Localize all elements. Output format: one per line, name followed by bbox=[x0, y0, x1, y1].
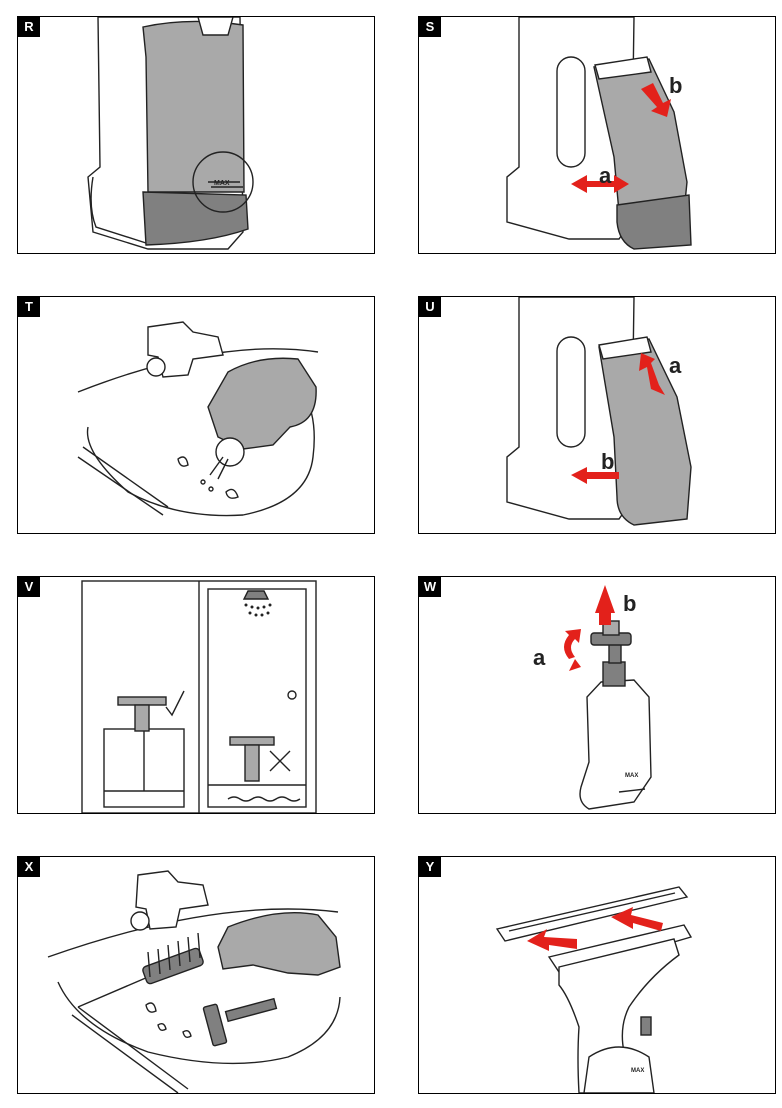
panel-tag: W bbox=[419, 577, 441, 597]
panel-s: S b a bbox=[418, 16, 776, 254]
panel-y: Y MAX bbox=[418, 856, 776, 1094]
empty-tank-sink-illustration bbox=[77, 321, 319, 517]
svg-text:MAX: MAX bbox=[214, 180, 230, 187]
replace-blade-illustration: MAX bbox=[495, 886, 693, 1093]
checkmark-icon bbox=[165, 690, 185, 717]
panel-u: U a b bbox=[418, 296, 776, 534]
shower-icon bbox=[242, 590, 270, 600]
svg-text:MAX: MAX bbox=[625, 773, 638, 779]
panel-t: T bbox=[17, 296, 375, 534]
panel-tag: T bbox=[18, 297, 40, 317]
label-a: a bbox=[599, 163, 612, 188]
insert-tank-illustration bbox=[506, 297, 692, 526]
cross-icon bbox=[269, 750, 291, 772]
panel-r: R MAX bbox=[17, 16, 375, 254]
panel-tag: X bbox=[18, 857, 40, 877]
remove-tank-illustration bbox=[506, 17, 692, 250]
panel-tag: Y bbox=[419, 857, 441, 877]
label-b: b bbox=[601, 449, 615, 474]
svg-text:MAX: MAX bbox=[631, 1068, 644, 1074]
label-a: a bbox=[533, 645, 546, 670]
panel-v: V bbox=[17, 576, 375, 814]
storage-location-illustration bbox=[81, 580, 317, 813]
panel-tag: V bbox=[18, 577, 40, 597]
panel-tag: U bbox=[419, 297, 441, 317]
label-b: b bbox=[623, 591, 637, 616]
panel-tag: S bbox=[419, 17, 441, 37]
panel-tag: R bbox=[18, 17, 40, 37]
panel-w: W MAX b a bbox=[418, 576, 776, 814]
tank-max-illustration: MAX bbox=[87, 17, 254, 250]
label-a: a bbox=[669, 353, 682, 378]
remove-head-illustration: MAX bbox=[564, 585, 652, 810]
clean-parts-illustration bbox=[47, 870, 341, 1093]
panel-x: X bbox=[17, 856, 375, 1094]
label-b: b bbox=[669, 73, 683, 98]
